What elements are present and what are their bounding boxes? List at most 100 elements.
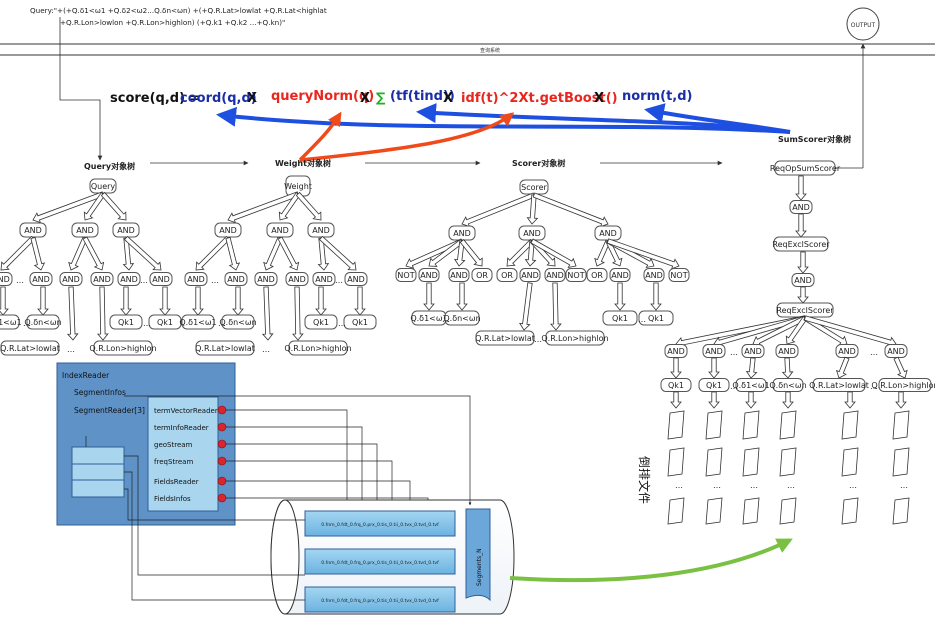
reader-port <box>217 405 227 415</box>
inverted-file-label: 倒排文件 <box>637 456 652 504</box>
output-node: OUTPUT <box>846 7 880 41</box>
reader-port <box>217 476 227 486</box>
weight-bottom-lat-label: Q.R.Lat>lowlat <box>195 344 255 353</box>
query-leaf-node-label: Q.δ1<ω1 <box>0 318 22 327</box>
ellipsis-dots: … <box>16 276 24 285</box>
weight-bottom-lon-label: Q.R.Lon>highlon <box>284 344 351 353</box>
posting-file-doc <box>742 497 760 525</box>
scorer-op-node-label: NOT <box>397 271 414 280</box>
ellipsis-dots: … <box>713 481 721 490</box>
index-reader-block: IndexReader SegmentInfos SegmentReader[3… <box>56 362 430 526</box>
scorer-op-node: NOT <box>395 268 417 282</box>
scorer-bottom-lat-label: Q.R.Lat>lowlat <box>475 334 535 343</box>
posting-file-doc <box>667 447 685 477</box>
tree-edge <box>97 286 109 341</box>
posting-file-doc <box>841 410 859 440</box>
tree-edge <box>83 192 106 221</box>
tree-edge <box>0 286 9 316</box>
weight-leaf-node: Qk1 <box>304 314 338 330</box>
sumscorer-term-node: Q.R.Lat>lowlat <box>809 378 869 392</box>
tree-edge <box>37 286 49 316</box>
tree-edge <box>893 356 908 379</box>
weight-and-node: AND <box>307 222 335 238</box>
green-arrow <box>509 538 793 583</box>
tree-edge <box>895 391 907 409</box>
scorer-op-node: NOT <box>565 268 587 282</box>
tree-edge <box>797 286 809 304</box>
tree-edge <box>423 282 435 311</box>
posting-file-doc <box>667 497 685 525</box>
sumscorer-and-leaf: AND <box>664 344 688 358</box>
weight-and-node-label: AND <box>271 226 289 235</box>
sumscorer-excl-node-label: ReqExclScorer <box>776 306 834 315</box>
query-and-node-label: AND <box>117 226 135 235</box>
ellipsis-dots: … <box>338 319 346 328</box>
query-and-node-l3-label: AND <box>62 275 80 284</box>
scorer-root-node-label: Scorer <box>521 183 547 192</box>
sumscorer-term-node-label: Q.δn<ωn <box>769 381 806 390</box>
ellipsis-dots: … <box>335 276 343 285</box>
weight-and-node-l3: AND <box>254 272 278 286</box>
weight-and-node-l3: AND <box>285 272 309 286</box>
tree-edge <box>354 286 366 316</box>
query-text-line2: +Q.R.Lon>lowlon +Q.R.Lon>highlon) (+Q.k1… <box>60 18 285 27</box>
ellipsis-dots: … <box>675 481 683 490</box>
weight-and-node-l3-label: AND <box>315 275 333 284</box>
scorer-leaf-node: Qk1 <box>602 310 638 326</box>
query-leaf-node: Q.δn<ωn <box>24 314 62 330</box>
query-leaf-node-label: Qk1 <box>157 318 173 327</box>
query-leaf-node: Q.δ1<ω1 <box>0 314 22 330</box>
tree-edge <box>803 315 897 348</box>
weight-and-node-l3-label: AND <box>347 275 365 284</box>
scorer-leaf-node: Q.δn<ωn <box>443 310 481 326</box>
ellipsis-dots: … <box>218 319 226 328</box>
ellipsis-dots: … <box>262 345 270 354</box>
formula-coord: coord(q,d) <box>180 91 257 106</box>
ellipsis-dots: … <box>849 481 857 490</box>
ellipsis-dots: … <box>67 345 75 354</box>
posting-file-doc <box>779 497 797 525</box>
tree-edge <box>835 356 850 379</box>
query-and-node-l3-label: AND <box>152 275 170 284</box>
tree-edge <box>745 357 758 379</box>
weight-and-node-l3: AND <box>184 272 208 286</box>
ellipsis-dots: … <box>211 276 219 285</box>
sumscorer-term-node: Q.δ1<ω1 <box>732 378 770 392</box>
query-and-node-l3: AND <box>29 272 53 286</box>
ellipsis-dots: … <box>870 348 878 357</box>
ellipsis-dots: … <box>750 481 758 490</box>
sumscorer-term-node-label: Q.R.Lon>highlon <box>871 381 935 390</box>
query-and-node-l3: AND <box>59 272 83 286</box>
tree-edge <box>530 238 577 268</box>
query-bottom-lon-label: Q.R.Lon>highlon <box>89 344 156 353</box>
scorer-op-node: AND <box>609 268 631 282</box>
query-and-node: AND <box>112 222 140 238</box>
sumscorer-term-node-label: Qk1 <box>706 381 722 390</box>
tree-edge <box>795 175 807 201</box>
sumscorer-and-node-label: AND <box>792 203 810 212</box>
query-and-node: AND <box>71 222 99 238</box>
tree-edge <box>278 192 301 221</box>
tree-edge <box>532 192 609 228</box>
posting-file-doc <box>779 410 797 440</box>
tree-edge <box>675 315 806 349</box>
tree-edge <box>459 239 483 267</box>
scorer-and-node-label: AND <box>523 229 541 238</box>
scorer-op-node-label: AND <box>450 271 468 280</box>
ellipsis-dots: … <box>140 276 148 285</box>
query-bottom-lon: Q.R.Lon>highlon <box>89 340 157 356</box>
scorer-op-node-label: OR <box>476 271 488 280</box>
formula-tf: (tf(tind)) <box>390 89 455 104</box>
sumscorer-and-leaf: AND <box>741 344 765 358</box>
posting-file-doc <box>705 497 723 525</box>
reader-port <box>217 456 227 466</box>
tree-edge <box>66 286 79 341</box>
banner-label: 查询系统 <box>480 47 500 54</box>
tree-edge <box>232 286 244 316</box>
weight-and-node-l3: AND <box>312 272 336 286</box>
sumscorer-term-node-label: Q.δ1<ω1 <box>732 381 769 390</box>
query-flow-line <box>59 17 103 161</box>
tree-edge <box>32 191 105 224</box>
tree-edge <box>797 251 809 274</box>
